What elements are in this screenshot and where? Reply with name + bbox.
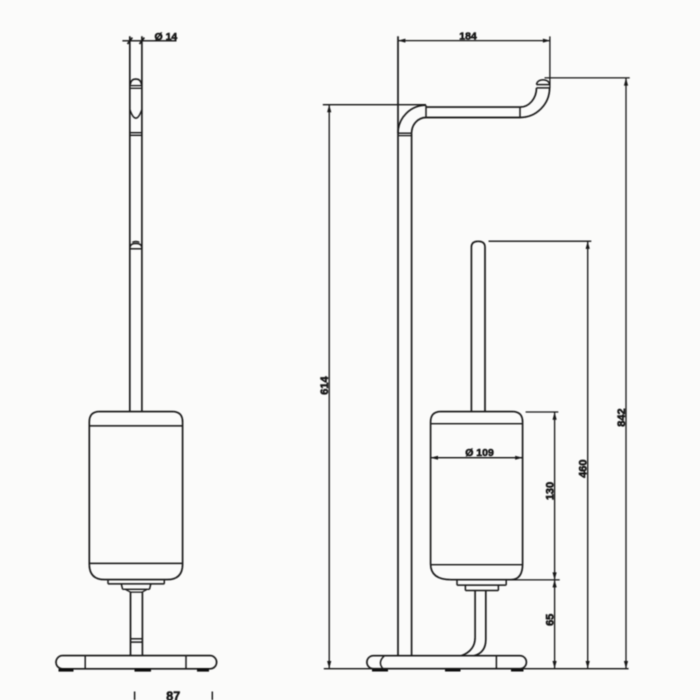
svg-text:Ø 14: Ø 14 bbox=[155, 31, 178, 43]
svg-text:842: 842 bbox=[616, 408, 628, 426]
svg-text:614: 614 bbox=[319, 375, 331, 394]
svg-text:130: 130 bbox=[544, 482, 556, 500]
svg-text:184: 184 bbox=[459, 31, 477, 43]
svg-text:Ø 109: Ø 109 bbox=[465, 447, 494, 459]
svg-text:87: 87 bbox=[166, 690, 180, 700]
svg-text:65: 65 bbox=[544, 614, 556, 626]
svg-text:460: 460 bbox=[578, 460, 590, 478]
